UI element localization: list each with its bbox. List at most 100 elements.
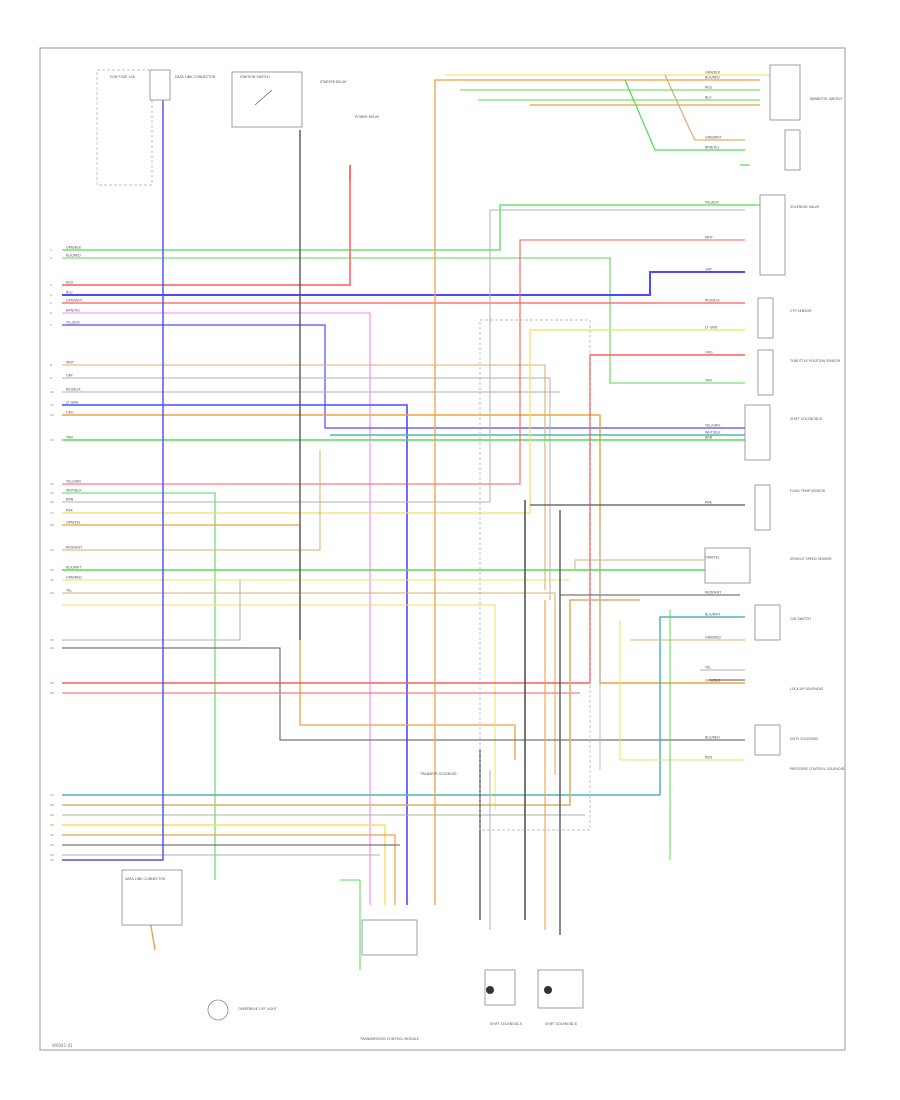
wire-yel-3 [62, 604, 496, 810]
wire-gry-3 [62, 209, 745, 503]
bottom-component-label: DATA LINK CONNECTOR [125, 877, 166, 881]
pin-number: 17 [50, 511, 54, 515]
pin-number: 19 [50, 548, 54, 552]
right-wire-label: YEL [705, 666, 711, 670]
wire-dk-1 [62, 647, 745, 741]
pin-number: 13 [50, 438, 54, 442]
wire-red-1 [62, 165, 351, 286]
wire-color-label: WHT [66, 361, 75, 365]
wire-yel-r [619, 620, 745, 761]
right-wire-label: WHT [705, 236, 714, 240]
fluid-temp-sensor-box [744, 404, 771, 461]
pin-number: 33 [50, 853, 54, 857]
wire-tan-3 [62, 592, 556, 775]
right-component-label: O/D SWITCH [790, 617, 811, 621]
wire-blu-vert [62, 95, 164, 861]
right-component-label: THROTTLE POSITION SENSOR [789, 359, 841, 363]
lockup-solenoid-box [754, 604, 781, 641]
pin-number: 5 [50, 301, 52, 305]
bottom-component-label: TRANSFER SOLENOID [419, 772, 457, 776]
dlc-lower-box [361, 919, 418, 956]
pin-number: 8 [50, 363, 52, 367]
wire-color-label: GRY [66, 374, 74, 378]
right-wire-label: BLK/WHT [705, 613, 721, 617]
pin-number: 10 [50, 390, 54, 394]
ignition-switch-box [231, 71, 303, 128]
right-wire-label: RED [705, 86, 712, 90]
top-component-label: INHIBITOR SWITCH [810, 97, 842, 101]
pin-number: 25 [50, 681, 54, 685]
top-component-label: STARTER RELAY [320, 80, 348, 84]
wire-org-3 [62, 834, 396, 905]
pin-number: 29 [50, 813, 54, 817]
pin-number: 3 [50, 283, 52, 287]
top-component-label: ECM FUSE 15A [110, 75, 136, 79]
wire-color-label: ORG [66, 411, 74, 415]
right-wire-label: WHT/BLK [705, 431, 721, 435]
pin-number: 9 [50, 376, 52, 380]
right-wire-label: BLU [705, 96, 712, 100]
wire-org-2 [62, 524, 516, 760]
right-wire-label: PNK [705, 501, 713, 505]
pin-number: 15 [50, 491, 54, 495]
wire-pnk-1 [62, 312, 371, 905]
right-wire-label: GRY [705, 268, 713, 272]
fuse-box-outline [96, 69, 153, 186]
data-link-connector-top [149, 69, 171, 101]
wire-gry-4 [62, 580, 241, 641]
right-component-label: SHIFT SOLENOID B [790, 417, 822, 421]
pin-number: 31 [50, 833, 54, 837]
right-component-label: SOLENOID VALVE [790, 205, 819, 209]
wire-color-label: YEL/GRN [66, 480, 81, 484]
right-wire-label: YEL/BLK [705, 201, 719, 205]
wire-color-label: BRN/YEL [66, 309, 81, 313]
diagram-id: W0041-01 [52, 1043, 73, 1048]
switch-contact [254, 89, 273, 106]
pin-number: 1 [50, 248, 52, 252]
wire-color-label: GRN/WHT [66, 299, 84, 303]
right-wire-label: BRN [705, 436, 713, 440]
wire-tan-r [574, 559, 745, 570]
right-wire-label: BRN/YEL [705, 146, 720, 150]
right-wire-label: BLK/RED [705, 736, 720, 740]
relay-box [784, 129, 801, 171]
pin-number: 7 [50, 323, 52, 327]
top-component-label: POWER RELAY [355, 115, 380, 119]
right-wire-label: TAN [704, 379, 712, 383]
shift-solenoid-box [757, 349, 774, 396]
wire-color-label: BRN [66, 498, 74, 502]
bottom-component-label: TRANSMISSION CONTROL MODULE [359, 1037, 419, 1041]
wire-bundle [62, 74, 785, 970]
solenoid-a-coil [486, 986, 494, 994]
tcm-connector-outline [479, 319, 591, 831]
right-wire-label: GRN/WHT [705, 136, 723, 140]
right-wire-label: RED [705, 756, 712, 760]
right-wire-label: GRN/BLK [705, 71, 721, 75]
right-component-label: LOCK-UP SOLENOID [790, 687, 824, 691]
pin-number: 18 [50, 523, 54, 527]
right-wire-label: LT GRN [705, 326, 718, 330]
pin-number: 28 [50, 803, 54, 807]
wire-yel-1 [62, 329, 745, 514]
right-wire-label: GRN/YEL [705, 556, 720, 560]
right-wire-label: RED/BLK [705, 299, 720, 303]
right-component-label: DUTY SOLENOID [790, 737, 818, 741]
wire-color-label: GRN/RED [66, 576, 82, 580]
right-component-label: FLUID TEMP SENSOR [790, 489, 826, 493]
pin-number: 12 [50, 413, 54, 417]
wire-color-label: RED [66, 281, 73, 285]
wire-red-4 [62, 354, 745, 684]
wire-grn-4 [62, 492, 216, 880]
top-component-label: DATA LINK CONNECTOR [175, 75, 216, 79]
bottom-component-label: OVERDRIVE OFF LIGHT [238, 1007, 278, 1011]
wire-yel-4 [62, 824, 386, 905]
solenoid-b-coil [544, 986, 552, 994]
wire-color-label: BLK/WHT [66, 566, 82, 570]
pin-number: 2 [50, 256, 52, 260]
inhibitor-switch-box [769, 64, 801, 121]
wire-blu-3 [62, 404, 408, 905]
wire-color-label: RED/BLK [66, 388, 81, 392]
wire-tan-diag [664, 74, 745, 141]
